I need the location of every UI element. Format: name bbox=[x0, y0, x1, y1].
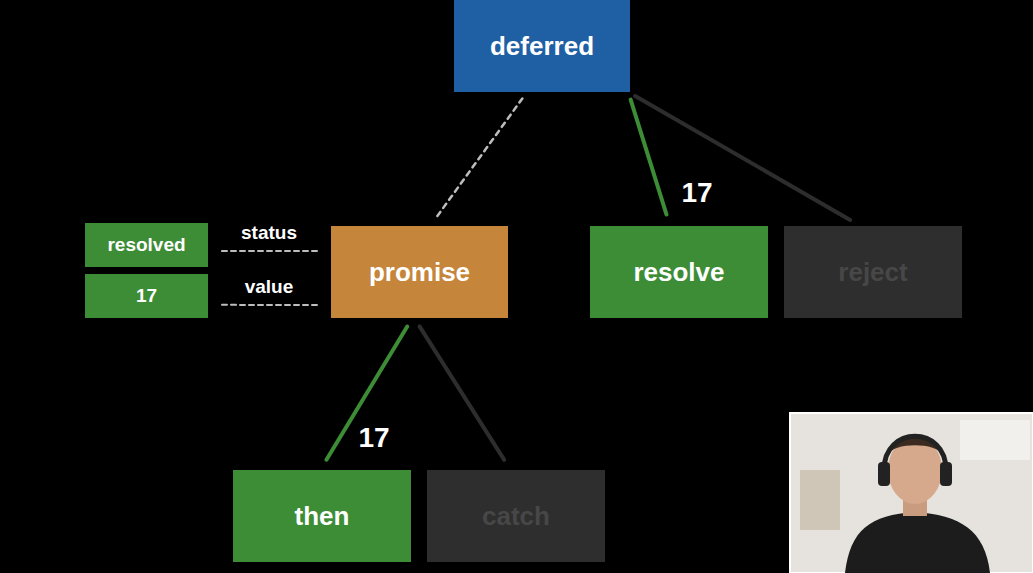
headphone-band bbox=[884, 436, 946, 470]
catch-box: catch bbox=[427, 470, 605, 562]
room-shelf bbox=[800, 470, 840, 530]
edge-label: status bbox=[239, 223, 299, 244]
edge-label: 17 bbox=[679, 178, 714, 209]
node-label: then bbox=[295, 501, 350, 532]
connector-line bbox=[326, 327, 407, 460]
webcam-frame bbox=[790, 413, 1033, 573]
edge-label: 17 bbox=[356, 423, 391, 454]
node-label: catch bbox=[482, 501, 550, 532]
person-face bbox=[888, 436, 942, 504]
connector-line bbox=[635, 96, 850, 220]
dashed-connector bbox=[222, 250, 319, 252]
deferred-box: deferred bbox=[454, 0, 630, 92]
then-box: then bbox=[233, 470, 411, 562]
dashed-connector bbox=[222, 304, 319, 306]
value-box: 17 bbox=[85, 274, 208, 318]
headphone-left bbox=[878, 462, 890, 486]
room-window bbox=[960, 420, 1030, 460]
connector-line bbox=[631, 100, 667, 215]
resolve-box: resolve bbox=[590, 226, 768, 318]
dashed-connector bbox=[436, 98, 522, 217]
node-label: resolve bbox=[633, 257, 724, 288]
headphone-right bbox=[940, 462, 952, 486]
node-label: 17 bbox=[136, 285, 157, 307]
node-label: reject bbox=[838, 257, 907, 288]
person-torso bbox=[845, 512, 990, 573]
node-label: resolved bbox=[107, 234, 185, 256]
promise-box: promise bbox=[331, 226, 508, 318]
node-label: promise bbox=[369, 257, 470, 288]
node-label: deferred bbox=[490, 31, 594, 62]
reject-box: reject bbox=[784, 226, 962, 318]
connector-line bbox=[420, 326, 505, 459]
webcam-background bbox=[790, 413, 1033, 573]
status-box: resolved bbox=[85, 223, 208, 267]
edge-label: value bbox=[243, 277, 296, 298]
